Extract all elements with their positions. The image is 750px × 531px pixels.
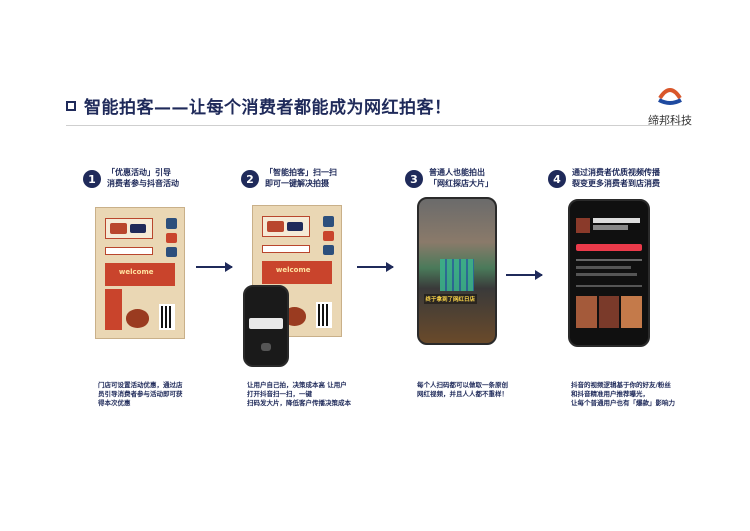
- flow-arrow-2: [357, 262, 394, 272]
- step-1-caption: 「优惠活动」引导 消费者参与抖音活动: [107, 167, 227, 189]
- square-bullet-icon: [66, 100, 76, 111]
- page-title-row: 智能拍客——让每个消费者都能成为网红拍客！: [66, 93, 452, 118]
- step-4-description: 抖音的视频逻辑基于你的好友/粉丝 和抖音精准用户推荐曝光， 让每个普通用户也有「…: [571, 381, 675, 407]
- step-3-description: 每个人扫码都可以做取一条原创 网红视频，并且人人都不重样！: [417, 381, 508, 398]
- roast-duck-image: [125, 309, 149, 328]
- flow-arrow-3: [506, 270, 543, 280]
- step-3-phone-video: 终于拿到了网红日店: [417, 197, 497, 345]
- step-1-caption-line1: 「优惠活动」引导: [107, 168, 171, 177]
- step-1-poster-image: welcome: [95, 207, 185, 339]
- step-2-description: 让用户自己拍，决策成本高 让用户 打开抖音扫一扫，一键 扫码发大片，降低客户传播…: [247, 381, 351, 407]
- poster-welcome-band: welcome: [104, 262, 176, 286]
- step-4-number: 4: [548, 170, 566, 188]
- logo-emblem-icon: [658, 88, 682, 105]
- step-2-phone-scanning: [243, 285, 289, 367]
- flow-arrow-1: [196, 262, 233, 272]
- qr-code: [316, 302, 333, 329]
- step-4-phone-douyin: [568, 199, 650, 347]
- step-3-caption: 普通人也能拍出 「网红探店大片」: [429, 168, 493, 188]
- logo-text: 缔邦科技: [648, 114, 692, 127]
- page-title: 智能拍客——让每个消费者都能成为网红拍客！: [84, 98, 452, 118]
- step-1-caption-line2: 消费者参与抖音活动: [107, 179, 179, 188]
- company-logo: 缔邦科技: [640, 84, 700, 128]
- poster-header: [104, 218, 154, 240]
- qr-code: [159, 304, 176, 331]
- douyin-red-bar: [576, 244, 642, 252]
- step-1-number: 1: [83, 170, 101, 188]
- step-2-caption: 「智能拍客」扫一扫 即可一键解决拍摄: [265, 168, 337, 188]
- title-divider: [66, 125, 686, 126]
- step-1-description: 门店可设置活动优惠，通过店 员引导消费者参与活动即可获 得本次优惠: [98, 381, 183, 407]
- step-3-number: 3: [405, 170, 423, 188]
- step-2-number: 2: [241, 170, 259, 188]
- video-overlay-text: 终于拿到了网红日店: [423, 294, 478, 305]
- step-4-caption: 通过消费者优质视频传播 裂变更多消费者到店消费: [572, 168, 660, 188]
- video-scene: [440, 259, 474, 292]
